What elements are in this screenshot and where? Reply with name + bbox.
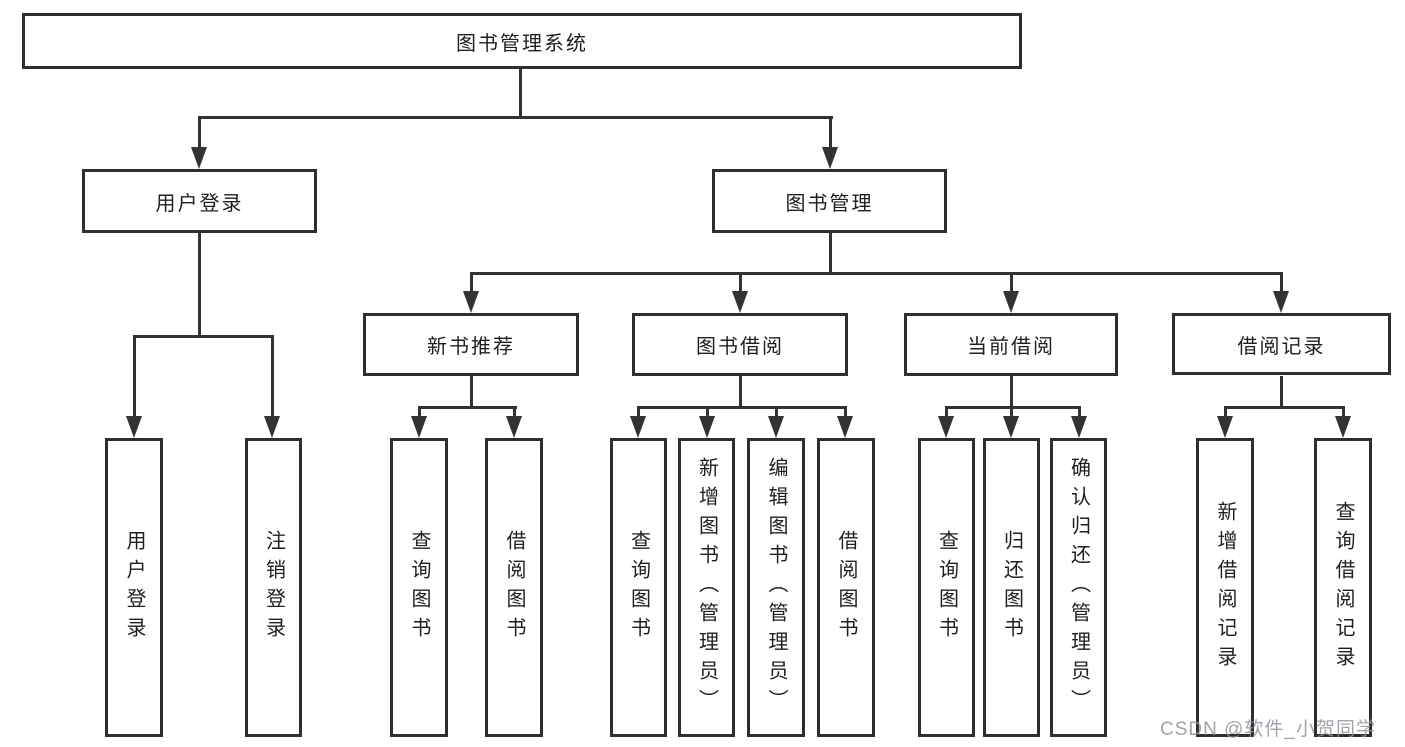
arrowhead-down-icon <box>1273 291 1289 313</box>
arrowhead-down-icon <box>264 416 280 438</box>
node-user-login-label: 用户登录 <box>155 192 244 215</box>
leaf-borrow-books-label: 借阅图书 <box>835 529 857 646</box>
connector-line-horizontal <box>418 406 517 409</box>
leaf-logout: 注销登录 <box>245 438 302 737</box>
arrowhead-down-icon <box>191 147 207 169</box>
arrowhead-down-icon <box>1217 416 1233 438</box>
connector-line-vertical <box>198 117 201 149</box>
leaf-return-books: 归还图书 <box>983 438 1040 737</box>
leaf-borrow-books-recommend-label: 借阅图书 <box>503 529 525 646</box>
leaf-user-login-label: 用户登录 <box>123 529 145 646</box>
connector-line-vertical <box>1078 407 1081 420</box>
leaf-query-borrow-record: 查询借阅记录 <box>1314 438 1372 737</box>
connector-line-vertical <box>1342 407 1345 420</box>
leaf-confirm-return-admin: 确认归还（管理员） <box>1050 438 1107 737</box>
arrowhead-down-icon <box>1003 416 1019 438</box>
arrowhead-down-icon <box>768 416 784 438</box>
leaf-query-books-recommend: 查询图书 <box>390 438 448 737</box>
csdn-watermark: CSDN @软件_小贺同学 <box>1160 719 1376 740</box>
arrowhead-down-icon <box>126 416 142 438</box>
connector-line-vertical <box>519 69 522 117</box>
leaf-query-borrow-record-label: 查询借阅记录 <box>1332 500 1354 675</box>
connector-line-vertical <box>271 336 274 420</box>
arrowhead-down-icon <box>732 291 748 313</box>
arrowhead-down-icon <box>822 147 838 169</box>
connector-line-horizontal <box>133 335 274 338</box>
node-root: 图书管理系统 <box>22 13 1022 69</box>
arrowhead-down-icon <box>463 291 479 313</box>
node-current-borrow: 当前借阅 <box>904 313 1118 376</box>
connector-line-vertical <box>1010 407 1013 420</box>
connector-line-vertical <box>1010 273 1013 295</box>
arrowhead-down-icon <box>1003 291 1019 313</box>
connector-line-vertical <box>1280 376 1283 408</box>
leaf-query-books-recommend-label: 查询图书 <box>408 529 430 646</box>
node-borrow-records-label: 借阅记录 <box>1237 335 1326 358</box>
connector-line-vertical <box>829 233 832 274</box>
arrowhead-down-icon <box>630 416 646 438</box>
node-user-login: 用户登录 <box>82 169 317 233</box>
connector-line-vertical <box>470 273 473 295</box>
node-book-management: 图书管理 <box>712 169 947 233</box>
node-current-borrow-label: 当前借阅 <box>967 336 1055 358</box>
node-borrow-records: 借阅记录 <box>1172 313 1391 375</box>
arrowhead-down-icon <box>411 416 427 438</box>
connector-line-vertical <box>418 407 421 420</box>
node-book-management-label: 图书管理 <box>785 192 874 215</box>
node-new-book-recommend-label: 新书推荐 <box>427 336 515 358</box>
leaf-add-books-admin: 新增图书（管理员） <box>678 438 735 737</box>
arrowhead-down-icon <box>506 416 522 438</box>
leaf-add-books-admin-label: 新增图书（管理员） <box>695 457 718 718</box>
node-book-borrow-label: 图书借阅 <box>696 336 784 358</box>
connector-line-vertical <box>470 376 473 408</box>
leaf-query-books-borrow-label: 查询图书 <box>627 529 650 646</box>
arrowhead-down-icon <box>1071 416 1087 438</box>
node-book-borrow: 图书借阅 <box>632 313 848 376</box>
arrowhead-down-icon <box>837 416 853 438</box>
leaf-edit-books-admin: 编辑图书（管理员） <box>747 438 805 737</box>
leaf-edit-books-admin-label: 编辑图书（管理员） <box>765 457 787 718</box>
connector-line-vertical <box>829 117 832 149</box>
arrowhead-down-icon <box>1335 416 1351 438</box>
connector-line-vertical <box>513 407 516 420</box>
arrowhead-down-icon <box>938 416 954 438</box>
connector-line-vertical <box>739 376 742 408</box>
connector-line-horizontal <box>1224 406 1345 409</box>
connector-line-vertical <box>945 407 948 420</box>
leaf-borrow-books-recommend: 借阅图书 <box>485 438 543 737</box>
connector-line-vertical <box>133 336 136 420</box>
connector-line-vertical <box>844 407 847 420</box>
leaf-query-books-borrow: 查询图书 <box>610 438 667 737</box>
connector-line-vertical <box>1280 273 1283 295</box>
connector-line-vertical <box>739 273 742 295</box>
node-root-label: 图书管理系统 <box>456 32 588 55</box>
leaf-query-books-current-label: 查询图书 <box>935 529 958 646</box>
connector-line-horizontal <box>470 272 1283 275</box>
arrowhead-down-icon <box>699 416 715 438</box>
connector-line-vertical <box>1224 407 1227 420</box>
leaf-return-books-label: 归还图书 <box>1000 529 1023 646</box>
connector-line-horizontal <box>637 406 847 409</box>
node-new-book-recommend: 新书推荐 <box>363 313 579 376</box>
connector-line-vertical <box>706 407 709 420</box>
connector-line-horizontal <box>198 116 833 119</box>
leaf-confirm-return-admin-label: 确认归还（管理员） <box>1067 457 1090 718</box>
connector-line-vertical <box>198 233 201 337</box>
leaf-logout-label: 注销登录 <box>262 529 285 646</box>
leaf-add-borrow-record: 新增借阅记录 <box>1196 438 1254 737</box>
leaf-borrow-books: 借阅图书 <box>817 438 875 737</box>
leaf-user-login: 用户登录 <box>105 438 163 737</box>
leaf-add-borrow-record-label: 新增借阅记录 <box>1214 500 1236 675</box>
connector-line-vertical <box>637 407 640 420</box>
connector-line-vertical <box>775 407 778 420</box>
leaf-query-books-current: 查询图书 <box>918 438 975 737</box>
connector-line-horizontal <box>945 406 1081 409</box>
connector-line-vertical <box>1010 376 1013 408</box>
